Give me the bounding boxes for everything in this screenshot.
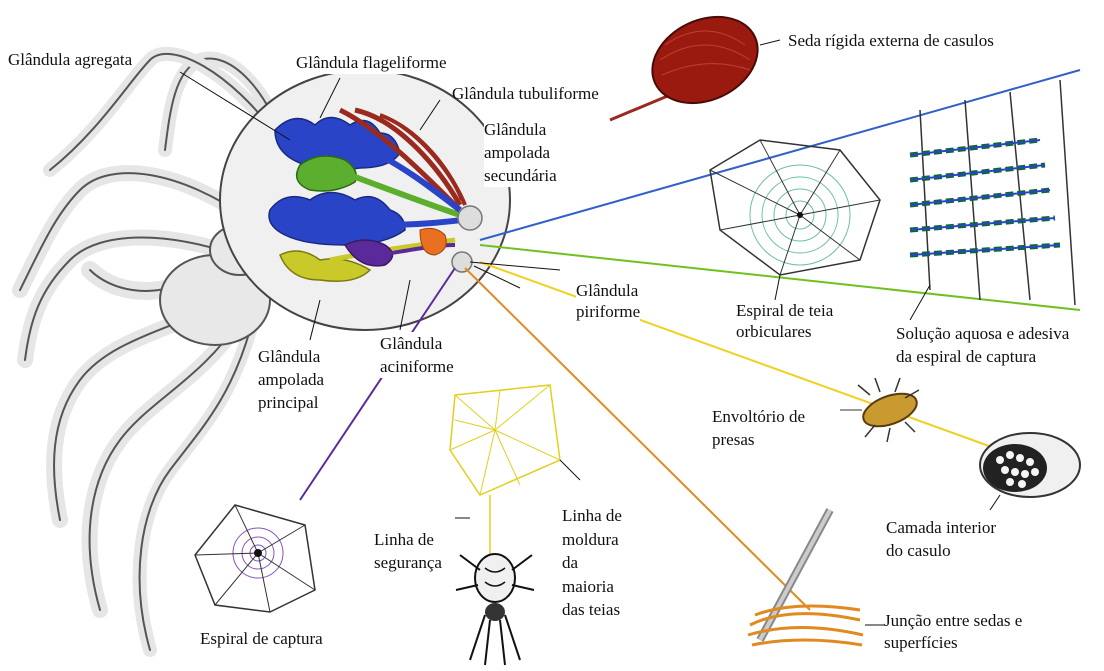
label-glandula-piriforme: Glândula piriforme xyxy=(576,280,640,322)
label-envoltorio-de-presas: Envoltório de presas xyxy=(712,405,812,451)
label-glandula-agregata: Glândula agregata xyxy=(8,49,132,71)
attachment-disc-illustration xyxy=(748,510,885,645)
label-juncao-sedas-superficies: Junção entre sedas e superfícies xyxy=(884,610,1022,654)
wrapped-prey-illustration xyxy=(840,378,921,442)
label-glandula-flageliforme: Glândula flageliforme xyxy=(296,52,447,74)
label-glandula-tubuliforme: Glândula tubuliforme xyxy=(452,83,599,105)
label-seda-rigida-externa: Seda rígida externa de casulos xyxy=(788,30,994,52)
small-spider-illustration xyxy=(456,554,534,665)
cocoon-illustration xyxy=(638,1,780,120)
label-espiral-de-captura: Espiral de captura xyxy=(200,628,323,650)
frame-web-illustration xyxy=(450,385,580,560)
label-linha-de-moldura: Linha de moldura da maioria das teias xyxy=(562,504,622,622)
cocoon-interior-illustration xyxy=(980,433,1080,510)
label-solucao-aquosa-adesiva: Solução aquosa e adesiva da espiral de c… xyxy=(896,322,1104,368)
orb-web-illustration xyxy=(710,140,880,275)
capture-threads-illustration xyxy=(775,80,1075,320)
label-glandula-aciniforme: Glândula aciniforme xyxy=(380,332,454,378)
label-glandula-ampolada-secundaria: Glândula ampolada secundária xyxy=(484,118,557,187)
capture-spiral-web-illustration xyxy=(195,505,315,612)
label-linha-de-seguranca: Linha de segurança xyxy=(374,528,442,574)
label-glandula-ampolada-principal: Glândula ampolada principal xyxy=(258,345,324,414)
label-camada-interior-casulo: Camada interior do casulo xyxy=(886,516,996,562)
label-espiral-teia-orbiculares: Espiral de teia orbiculares xyxy=(736,300,833,340)
